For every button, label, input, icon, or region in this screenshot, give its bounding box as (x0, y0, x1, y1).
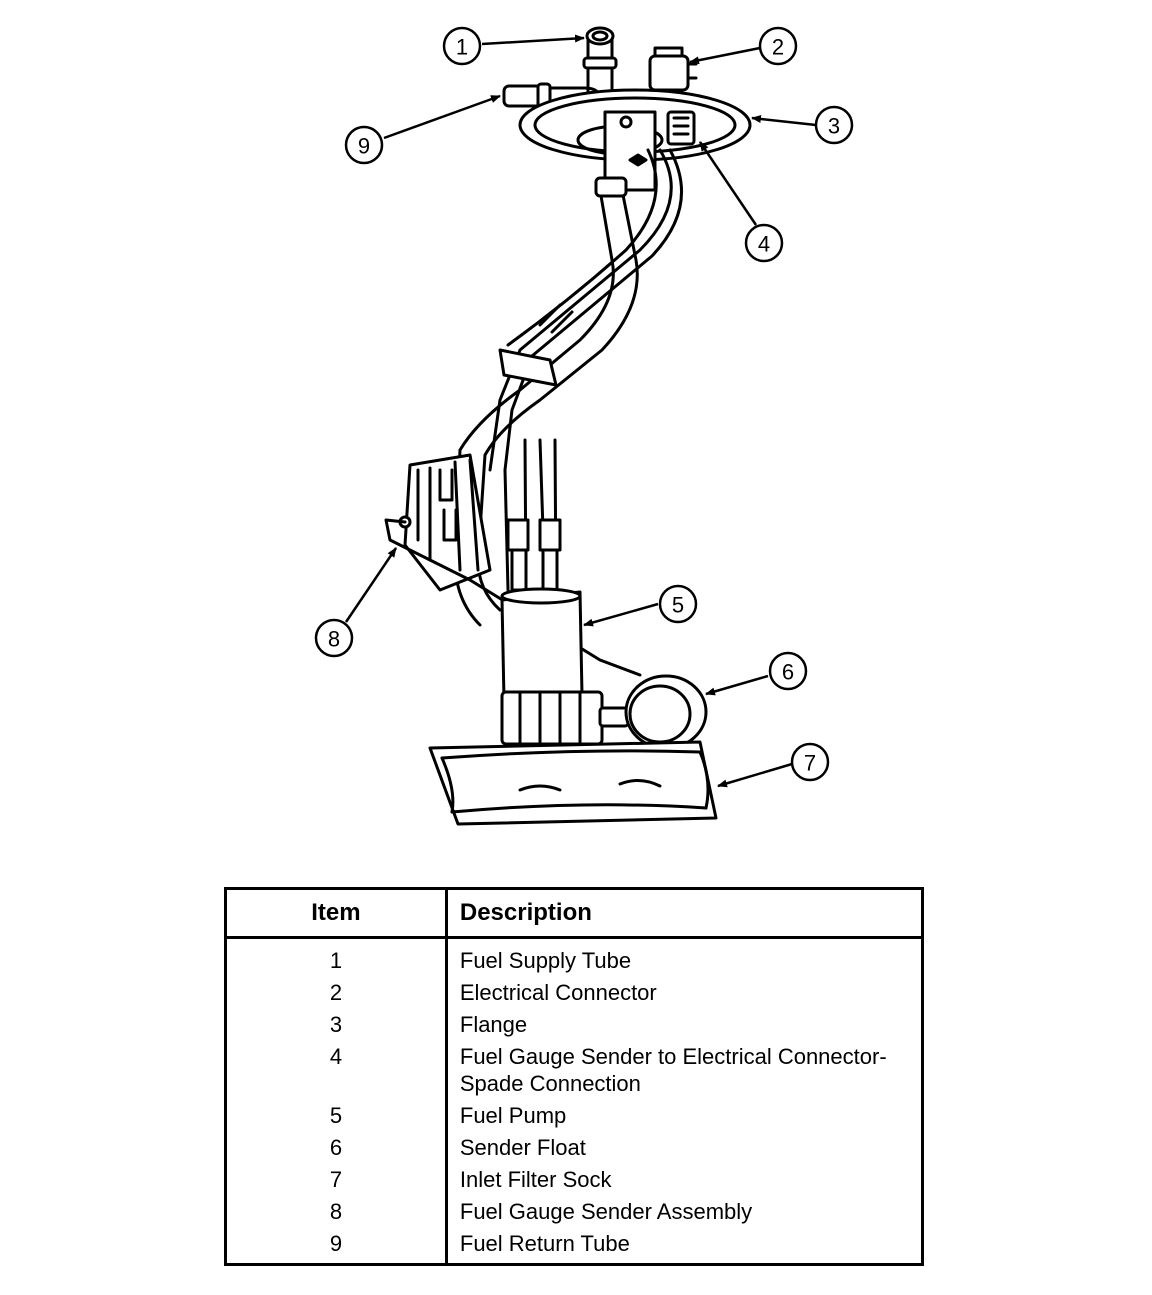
item-description: Flange (459, 1012, 528, 1037)
item-description: Sender Float (459, 1135, 586, 1160)
sender-float (624, 674, 708, 750)
item-number: 7 (225, 1162, 448, 1194)
item-column-header: Item (225, 888, 448, 939)
callout-3: 3 (828, 114, 840, 139)
callout-7: 7 (804, 751, 816, 776)
leader-arrows (344, 34, 817, 788)
tubes-and-wires (453, 148, 683, 627)
item-number: 2 (225, 975, 448, 1007)
item-description: Fuel Return Tube (459, 1231, 630, 1256)
callout-2: 2 (772, 35, 784, 60)
table-row: 1 Fuel Supply Tube (225, 937, 923, 975)
table-header-row: Item Description (225, 888, 923, 939)
callout-4: 4 (758, 232, 770, 257)
electrical-connector (648, 46, 698, 92)
item-number: 8 (225, 1194, 448, 1226)
fuel-pump-assembly-diagram: 1 2 3 4 5 6 7 8 9 (314, 26, 854, 826)
table-row: 2 Electrical Connector (225, 975, 923, 1007)
callout-labels: 1 2 3 4 5 6 7 8 9 (328, 35, 840, 776)
fuel-pump (500, 587, 630, 746)
spade-connection (666, 110, 696, 146)
item-description: Fuel Pump (459, 1103, 567, 1128)
item-description: Inlet Filter Sock (459, 1167, 612, 1192)
item-description: Fuel Gauge Sender Assembly (459, 1199, 753, 1224)
fuel-supply-tube (582, 26, 618, 97)
table-row: 3 Flange (225, 1007, 923, 1039)
item-number: 1 (225, 937, 448, 975)
item-number: 6 (225, 1130, 448, 1162)
table-row: 4 Fuel Gauge Sender to Electrical Connec… (225, 1039, 923, 1098)
inlet-filter-sock (428, 740, 718, 826)
assembly-drawing (384, 26, 752, 826)
fuel-gauge-sender-assembly (384, 453, 642, 677)
flange (518, 88, 752, 192)
item-number: 4 (225, 1039, 448, 1098)
callouts (314, 26, 854, 782)
description-column-header: Description (446, 888, 923, 939)
item-description: Electrical Connector (459, 980, 657, 1005)
item-description: Fuel Gauge Sender to Electrical Connecto… (459, 1044, 887, 1096)
table-row: 8 Fuel Gauge Sender Assembly (225, 1194, 923, 1226)
table-row: 7 Inlet Filter Sock (225, 1162, 923, 1194)
callout-9: 9 (358, 134, 370, 159)
item-number: 5 (225, 1098, 448, 1130)
item-number: 3 (225, 1007, 448, 1039)
callout-8: 8 (328, 627, 340, 652)
table-row: 6 Sender Float (225, 1130, 923, 1162)
item-description: Fuel Supply Tube (459, 948, 632, 973)
table-row: 5 Fuel Pump (225, 1098, 923, 1130)
callout-6: 6 (782, 660, 794, 685)
callout-5: 5 (672, 593, 684, 618)
pump-leads (503, 438, 562, 592)
table-row: 9 Fuel Return Tube (225, 1226, 923, 1265)
parts-legend-table: Item Description 1 Fuel Supply Tube 2 El… (224, 887, 924, 1266)
callout-1: 1 (456, 35, 468, 60)
item-number: 9 (225, 1226, 448, 1265)
